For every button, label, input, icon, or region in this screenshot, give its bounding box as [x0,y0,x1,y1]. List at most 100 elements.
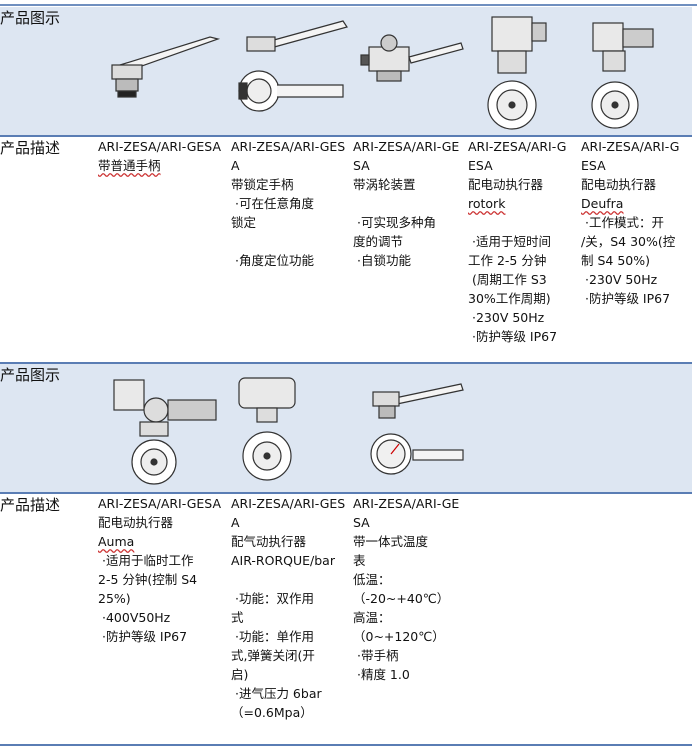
description-line: ARI-ZESA/ARI-GE [353,496,460,511]
description-line [231,570,353,589]
description-line: ARI-ZESA/ARI-G [468,139,567,154]
description-line: 制 S4 50%) [581,253,650,268]
separator-3 [0,492,692,494]
description-line: 表 [353,553,366,568]
auma-actuator-valve-icon [113,379,217,485]
description-line: ARI-ZESA/ARI-GES [231,496,346,511]
row-label-image-1: 产品图示 [0,7,98,135]
description-line: ·可在任意角度 [231,196,314,211]
row-label-image-2: 产品图示 [0,364,98,492]
description-line: 式,弹簧关闭(开 [231,648,315,663]
description-line: SA [353,158,370,173]
description-line: 25%) [98,591,131,606]
description-line: ·防护等级 IP67 [581,291,671,306]
description-line: ·带手柄 [353,648,399,663]
description-line: 度的调节 [353,234,404,249]
pneumatic-actuator-valve-icon [238,377,296,481]
separator-1 [0,135,692,137]
description-line: 带锁定手柄 [231,177,294,192]
row-label-description-2: 产品描述 [0,496,61,514]
empty-image-cell-1 [468,364,581,492]
description-line: ·可实现多种角 [353,215,436,230]
description-line: ·进气压力 6bar [231,686,322,701]
description-line: ·230V 50Hz [581,272,658,287]
description-line: 带涡轮装置 [353,177,416,192]
description-line: (周期工作 S3 [468,272,547,287]
description-line: A [231,158,240,173]
description-line: 2-5 分钟(控制 S4 [98,572,198,587]
description-line: ARI-ZESA/ARI-GE [353,139,460,154]
product-table: 产品图示 [0,7,692,746]
product-image-pneumatic-actuator [231,364,353,492]
description-line [353,194,468,213]
description-line: ESA [581,158,606,173]
deufra-actuator-valve-icon [591,22,654,129]
empty-image-cell-2 [581,364,692,492]
product-image-thermometer-valve [353,364,468,492]
description-line: 配电动执行器 [98,515,174,530]
description-line: ·适用于临时工作 [98,553,194,568]
image-row-2: 产品图示 [0,364,692,492]
locking-handle-valve-icon [238,20,348,112]
description-line: 带普通手柄 [98,158,161,173]
description-line [468,213,581,232]
description-line: ·功能：双作用 [231,591,314,606]
description-line: AIR-RORQUE/bar [231,553,335,568]
description-line: rotork [468,196,506,211]
description-line: ·功能：单作用 [231,629,314,644]
description-line: ·400V50Hz [98,610,171,625]
description-line: ·230V 50Hz [468,310,545,325]
description-line: ARI-ZESA/ARI-GESA [98,139,222,154]
product-image-manual-handle [98,7,231,135]
product-image-rotork-actuator [468,7,581,135]
description-line: SA [353,515,370,530]
image-row-1: 产品图示 [0,7,692,135]
description-line: 启) [231,667,249,682]
lever-handle-valve-icon [111,36,221,98]
description-line: ·自锁功能 [353,253,411,268]
row-label-description-1: 产品描述 [0,139,61,157]
description-line: 带一体式温度 [353,534,429,549]
description-line: ARI-ZESA/ARI-GESA [98,496,222,511]
product-description-3: ARI-ZESA/ARI-GE SA 带涡轮装置 ·可实现多种角度的调节 ·自锁功能 [353,137,468,362]
separator-2 [0,362,692,364]
description-line: 配电动执行器 [581,177,657,192]
description-line: Deufra [581,196,624,211]
empty-description-cell-2 [581,494,692,744]
description-line: ESA [468,158,493,173]
description-line: ·精度 1.0 [353,667,410,682]
description-line: 30%工作周期) [468,291,551,306]
description-line: ·适用于短时间 [468,234,551,249]
thermometer-valve-icon [370,383,464,475]
product-image-auma-actuator [98,364,231,492]
description-line: 低温： [353,572,391,587]
top-rule [0,4,697,6]
product-description-5: ARI-ZESA/ARI-G ESA 配电动执行器 Deufra ·工作模式：开/关，… [581,137,692,362]
description-line: ·防护等级 IP67 [98,629,188,644]
product-image-deufra-actuator [581,7,692,135]
description-line: ·工作模式：开 [581,215,664,230]
description-line: 锁定 [231,215,257,230]
description-line: 式 [231,610,244,625]
description-line: （-20~+40℃） [353,591,450,606]
description-line: ·防护等级 IP67 [468,329,558,344]
product-description-1: ARI-ZESA/ARI-GESA 带普通手柄 [98,137,231,362]
description-line [231,232,353,251]
description-line: ·角度定位功能 [231,253,314,268]
description-line: Auma [98,534,135,549]
description-line: （=0.6Mpa） [231,705,313,720]
description-line: 配电动执行器 [468,177,544,192]
worm-gear-valve-icon [360,34,464,82]
product-description-2: ARI-ZESA/ARI-GES A 带锁定手柄 ·可在任意角度锁定 ·角度定位功能 [231,137,353,362]
description-line: ARI-ZESA/ARI-GES [231,139,346,154]
rotork-actuator-valve-icon [487,16,547,130]
product-image-locking-handle [231,7,353,135]
description-line: /关，S4 30%(控 [581,234,676,249]
description-line: ARI-ZESA/ARI-G [581,139,680,154]
description-line: 配气动执行器 [231,534,307,549]
